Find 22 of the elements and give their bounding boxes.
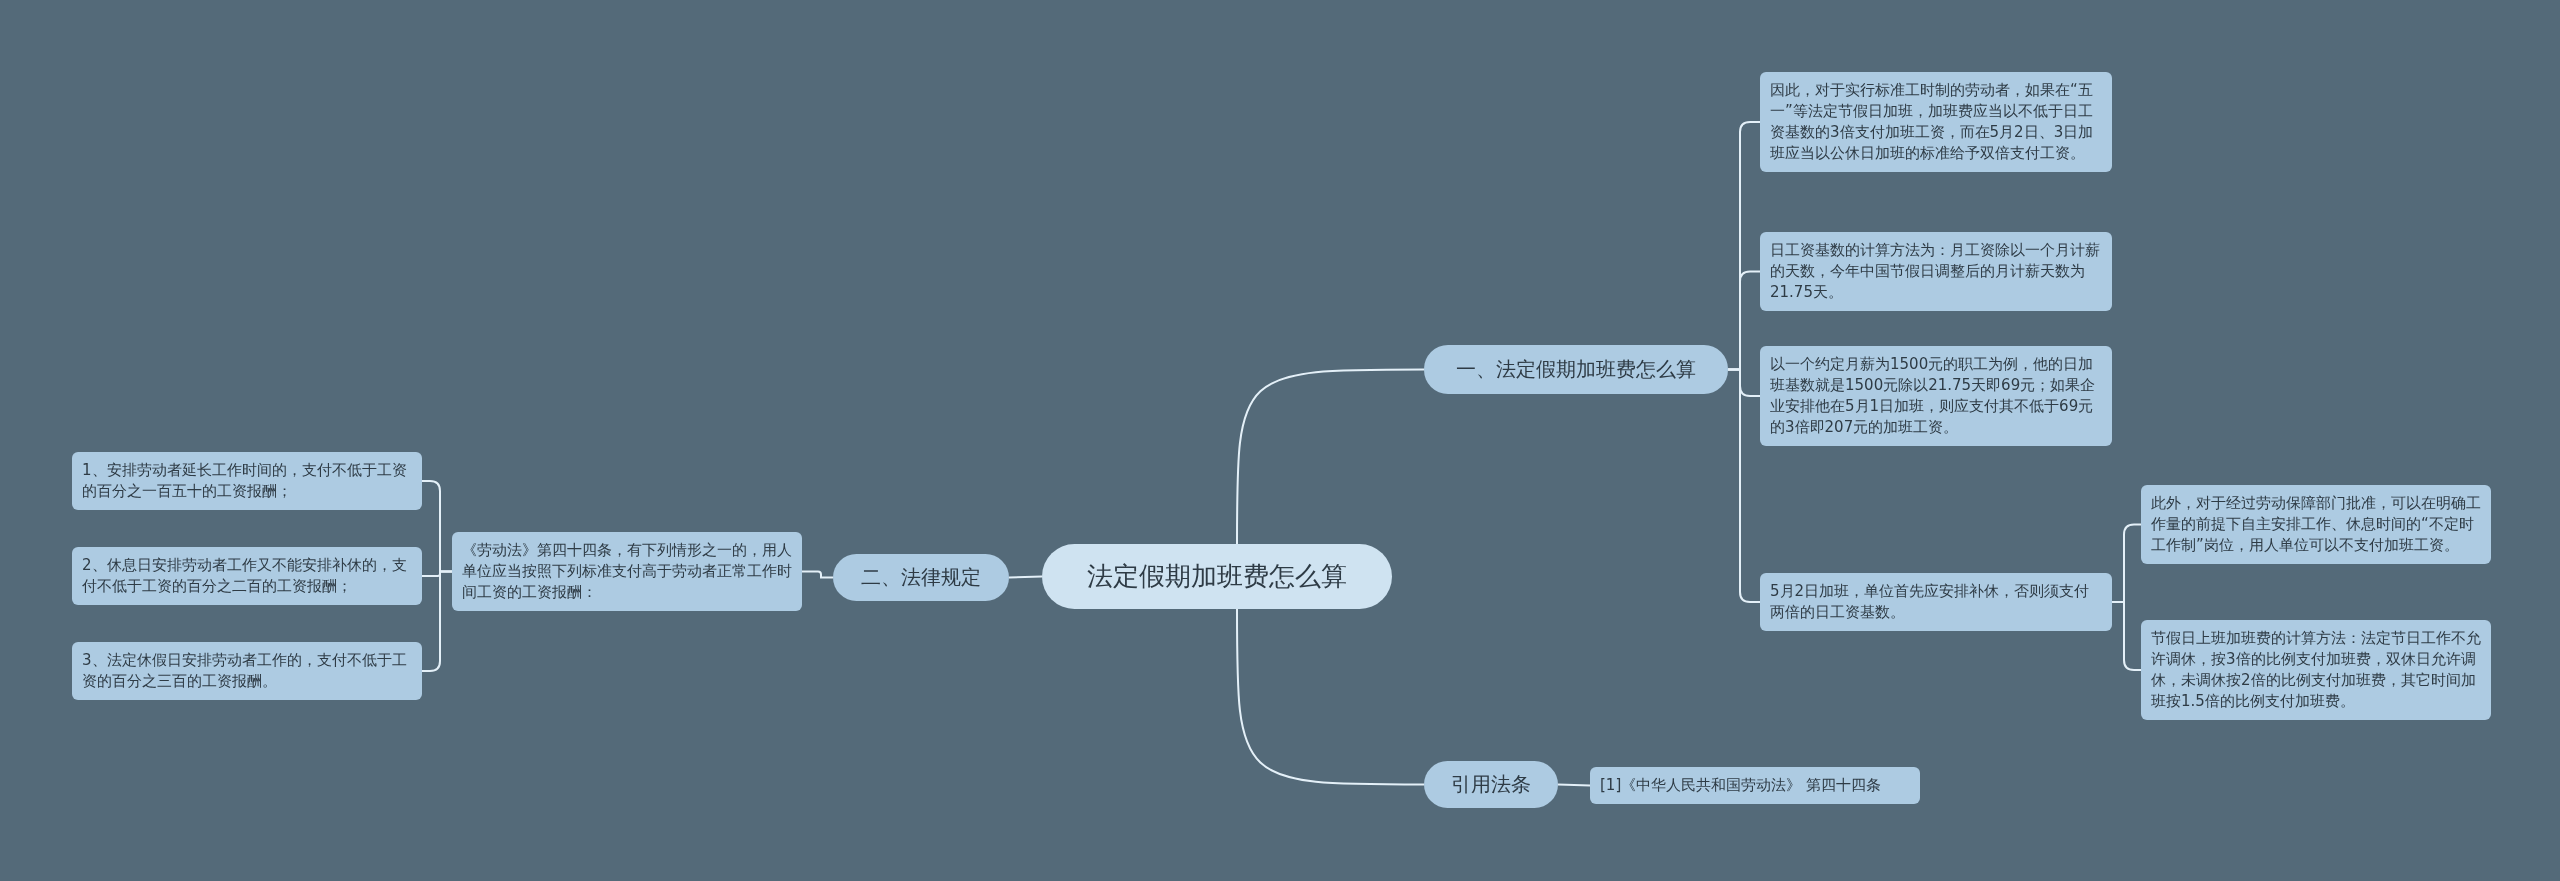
topic-card: 日工资基数的计算方法为：月工资除以一个月计薪的天数，今年中国节假日调整后的月计薪天数为21.75天。 <box>1760 232 2112 311</box>
branch-topic: 一、法定假期加班费怎么算 <box>1424 345 1728 394</box>
connector-line <box>1236 608 1425 786</box>
connector-line <box>421 570 453 672</box>
topic-card: 此外，对于经过劳动保障部门批准，可以在明确工作量的前提下自主安排工作、休息时间的“不定时工作制”岗位，用人单位可以不支付加班工资。 <box>2141 485 2491 564</box>
topic-card: 以一个约定月薪为1500元的职工为例，他的日加班基数就是1500元除以21.75天即69元；如果企业安排他在5月1日加班，则应支付其不低于69元的3倍即207元的加班工资。 <box>1760 346 2112 446</box>
branch-topic: 二、法律规定 <box>833 554 1009 601</box>
topic-card: 2、休息日安排劳动者工作又不能安排补休的，支付不低于工资的百分之二百的工资报酬； <box>72 547 422 605</box>
topic-card: 因此，对于实行标准工时制的劳动者，如果在“五一”等法定节假日加班，加班费应当以不低于日工资基数的3倍支付加班工资，而在5月2日、3日加班应当以公休日加班的标准给予双倍支付工资。 <box>1760 72 2112 172</box>
topic-card: 5月2日加班，单位首先应安排补休，否则须支付两倍的日工资基数。 <box>1760 573 2112 631</box>
central-topic: 法定假期加班费怎么算 <box>1042 544 1392 609</box>
topic-card: 3、法定休假日安排劳动者工作的，支付不低于工资的百分之三百的工资报酬。 <box>72 642 422 700</box>
connector-line <box>801 570 834 579</box>
connector-line <box>1008 575 1043 579</box>
connector-line <box>1727 368 1761 603</box>
topic-card: [1]《中华人民共和国劳动法》 第四十四条 <box>1590 767 1920 804</box>
topic-card: 《劳动法》第四十四条，有下列情形之一的，用人单位应当按照下列标准支付高于劳动者正常工作时间工资的工资报酬： <box>452 532 802 611</box>
connector-line <box>1557 783 1591 787</box>
topic-card: 1、安排劳动者延长工作时间的，支付不低于工资的百分之一百五十的工资报酬； <box>72 452 422 510</box>
topic-card: 节假日上班加班费的计算方法：法定节日工作不允许调休，按3倍的比例支付加班费，双休日允许调休，未调休按2倍的比例支付加班费，其它时间加班按1.5倍的比例支付加班费。 <box>2141 620 2491 720</box>
connector-line <box>1236 368 1425 545</box>
branch-topic: 引用法条 <box>1424 761 1558 808</box>
